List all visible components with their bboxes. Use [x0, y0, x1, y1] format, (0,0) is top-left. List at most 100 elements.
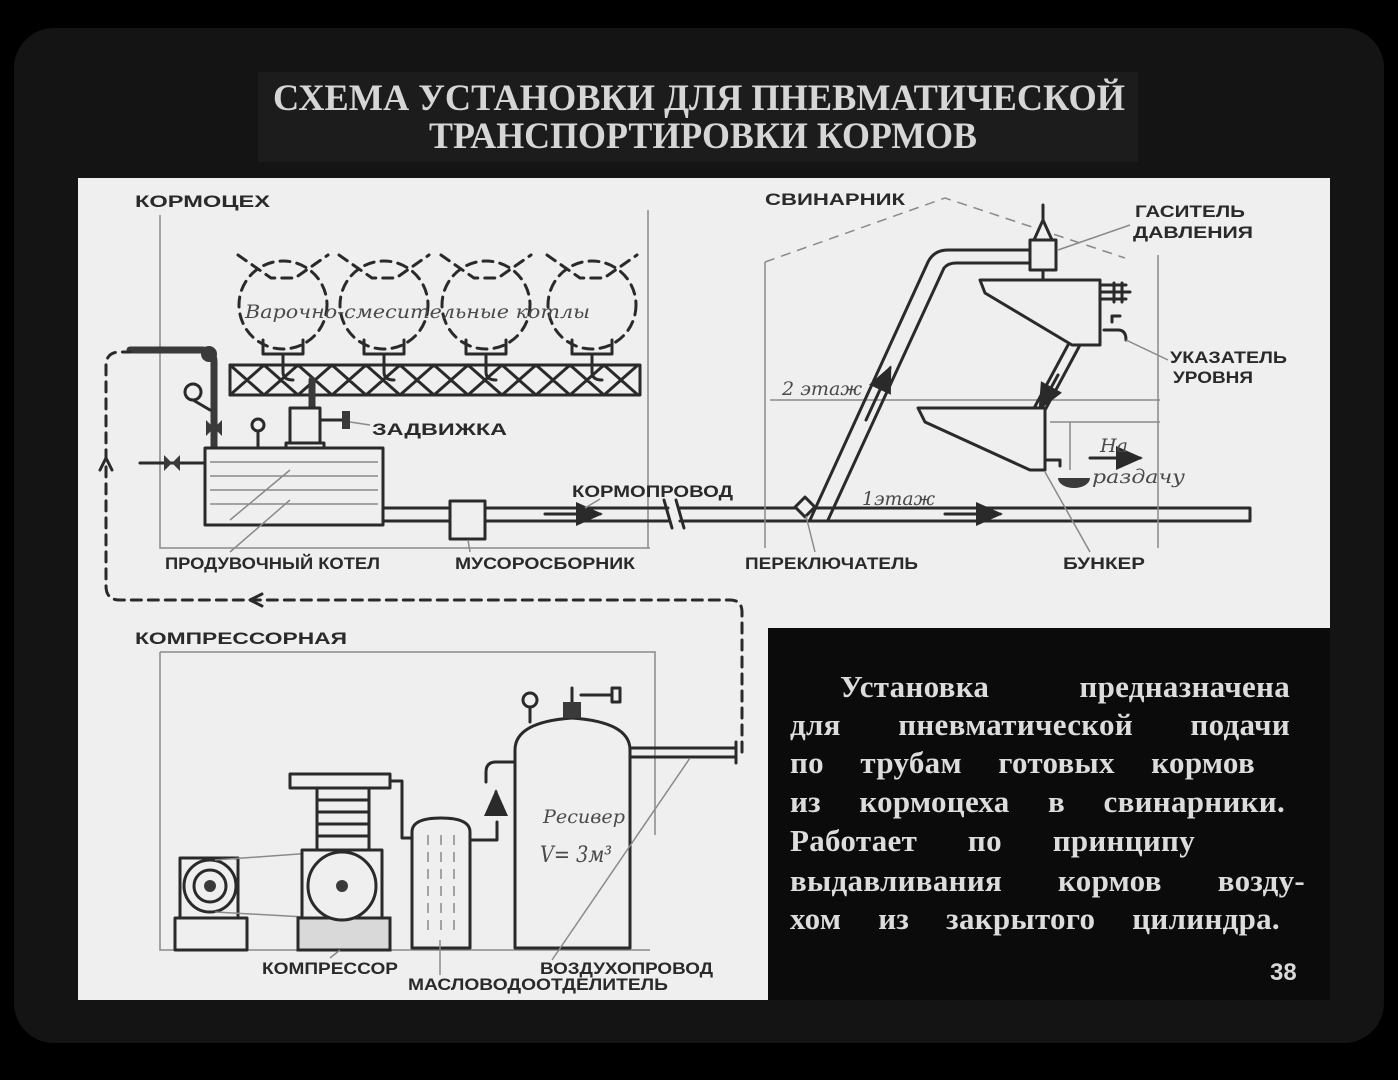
- level-indicator-leader: [1125, 339, 1169, 361]
- boiler-trestle: [228, 363, 642, 397]
- gauge-stem: [191, 398, 212, 412]
- gate-valve-label: ЗАДВИЖКА: [372, 420, 507, 439]
- side-inlet-valve: [164, 455, 180, 471]
- debris-collector-label: МУСОРОСБОРНИК: [455, 554, 636, 573]
- receiver-pressure-gauge: [521, 691, 539, 709]
- compressed-air-line: [104, 350, 744, 754]
- boiler-1: [237, 259, 329, 351]
- bunker-floor-lines: [1050, 421, 1160, 470]
- bunker: На раздачу БУНКЕР: [916, 406, 1185, 573]
- compressor-base: [296, 916, 392, 952]
- boiler-3: [440, 259, 532, 351]
- motor-shaft: [204, 880, 216, 892]
- receiver-volume-label: V= 3м³: [540, 843, 612, 868]
- blow-boiler-tank: [203, 446, 385, 527]
- switch-label: ПЕРЕКЛЮЧАТЕЛЬ: [745, 554, 918, 573]
- trestle-truss: [228, 363, 640, 397]
- boiler-4: [546, 259, 638, 351]
- section-label-pigsty: СВИНАРНИК: [765, 190, 906, 209]
- damper-label-line2: ДАВЛЕНИЯ: [1133, 223, 1253, 242]
- description-line-6: выдавливания кормов возду-: [790, 863, 1305, 898]
- riser-pipe-outer: [808, 248, 1032, 522]
- description-line-1: Установка предназначена: [840, 669, 1290, 704]
- air-outlet-pipe: [628, 740, 738, 765]
- section-label-compressor-room: КОМПРЕССОРНАЯ: [135, 629, 347, 648]
- gate-valve-body: [288, 406, 322, 446]
- description-line-2: для пневматической подачи: [790, 707, 1290, 742]
- level-label-line2: УРОВНЯ: [1173, 368, 1253, 387]
- feed-shop-section: КОРМОЦЕХ Варочно-смесительные котлы: [126, 192, 650, 573]
- riser-flow-arrow: [864, 365, 892, 422]
- damper-label-line1: ГАСИТЕЛЬ: [1135, 202, 1245, 221]
- receiver-label: Ресивер: [542, 806, 625, 828]
- level-indicator: [1102, 314, 1128, 342]
- pigsty-roof: [764, 197, 1126, 263]
- title-backdrop: [258, 72, 1138, 162]
- blow-boiler-label: ПРОДУВОЧНЫЙ КОТЕЛ: [165, 554, 380, 573]
- feed-pipe-label: КОРМОПРОВОД: [572, 482, 733, 501]
- boiler-2: [338, 259, 430, 351]
- bunker-label: БУНКЕР: [1063, 554, 1145, 573]
- air-receiver: Ресивер V= 3м³ ВОЗДУХОПРОВОД: [484, 686, 738, 978]
- separator-outlet-pipe: [468, 820, 499, 842]
- level-label-line1: УКАЗАТЕЛЬ: [1170, 348, 1287, 367]
- flywheel-hub: [336, 880, 348, 892]
- separator-body: [410, 816, 472, 950]
- pressure-damper: ГАСИТЕЛЬ ДАВЛЕНИЯ: [1028, 202, 1253, 272]
- page-number: 38: [1270, 959, 1297, 986]
- debris-collector-leader: [467, 539, 471, 553]
- compressor-label: КОМПРЕССОР: [262, 959, 398, 978]
- oil-water-separator: МАСЛОВОДООТДЕЛИТЕЛЬ: [408, 816, 668, 994]
- dispense-label-line1: На: [1099, 435, 1128, 457]
- switch-leader: [805, 515, 816, 553]
- air-line-arrow-1: [248, 592, 264, 608]
- feed-pipe-walls: [381, 506, 1252, 523]
- cylinder-fins: [315, 798, 371, 838]
- compressor-discharge-pipe: [388, 779, 414, 840]
- riser-pipe-inner: [826, 261, 1032, 522]
- blow-boiler: ПРОДУВОЧНЫЙ КОТЕЛ: [138, 446, 385, 573]
- damper-body: [1028, 238, 1058, 272]
- slide-title-line2: ТРАНСПОРТИРОВКИ КОРМОВ: [429, 116, 977, 157]
- air-pipe-leader: [551, 757, 691, 961]
- air-line-arrow-2: [98, 456, 114, 472]
- air-pipe-label: ВОЗДУХОПРОВОД: [540, 959, 713, 978]
- blow-boiler-hatching: [210, 461, 378, 521]
- boiler-hoppers: [236, 253, 639, 280]
- compressor-cylinder: [315, 786, 371, 852]
- description-box: [768, 628, 1330, 1000]
- bunker-leader: [1044, 471, 1091, 553]
- feed-pipe-leader: [584, 498, 601, 509]
- compressor: КОМПРЕССОР: [262, 772, 414, 978]
- hopper-ribs: [1098, 281, 1132, 304]
- description-line-3: по трубам готовых кормов: [790, 745, 1255, 780]
- description-line-5: Работает по принципу: [790, 823, 1195, 858]
- pigsty-section: СВИНАРНИК 2 этаж 1этаж ПЕРЕКЛЮЧАТЕЛЬ ГАС…: [745, 190, 1287, 573]
- gate-valve-handwheel: [342, 411, 350, 429]
- compressor-room-outline: [159, 651, 656, 951]
- air-inlet-pipe: [126, 346, 222, 452]
- inlet-valve: [206, 420, 222, 436]
- motor-base: [173, 916, 249, 952]
- compressor-leader: [329, 949, 341, 959]
- receiver-top-fitting: [563, 702, 581, 718]
- floor2-label: 2 этаж: [781, 378, 862, 400]
- compressor-room-section: КОМПРЕССОРНАЯ КОМПРЕССОР: [135, 629, 738, 994]
- debris-collector: [448, 499, 487, 541]
- section-label-feed-shop: КОРМОЦЕХ: [135, 192, 271, 211]
- blow-boiler-leader: [229, 499, 291, 553]
- bunker-spout: [1043, 458, 1062, 468]
- tank-pressure-gauge: [250, 417, 266, 433]
- receiver-safety-valve: [579, 686, 622, 704]
- pigsty-walls: [764, 255, 1159, 548]
- cooking-mixing-boilers: Варочно-смесительные котлы: [236, 253, 639, 382]
- switch: [793, 495, 817, 519]
- damper-leader: [1057, 224, 1131, 251]
- inlet-pressure-gauge: [183, 382, 203, 402]
- feed-pipeline: МУСОРОСБОРНИК КОРМОПРОВОД: [381, 482, 1252, 573]
- upper-hopper-body: [978, 278, 1102, 347]
- downpipe-arrow: [1038, 373, 1063, 411]
- dispense-bowl: [1058, 478, 1090, 488]
- boilers-label: Варочно-смесительные котлы: [244, 301, 590, 323]
- motor-pulley-inner: [192, 868, 228, 904]
